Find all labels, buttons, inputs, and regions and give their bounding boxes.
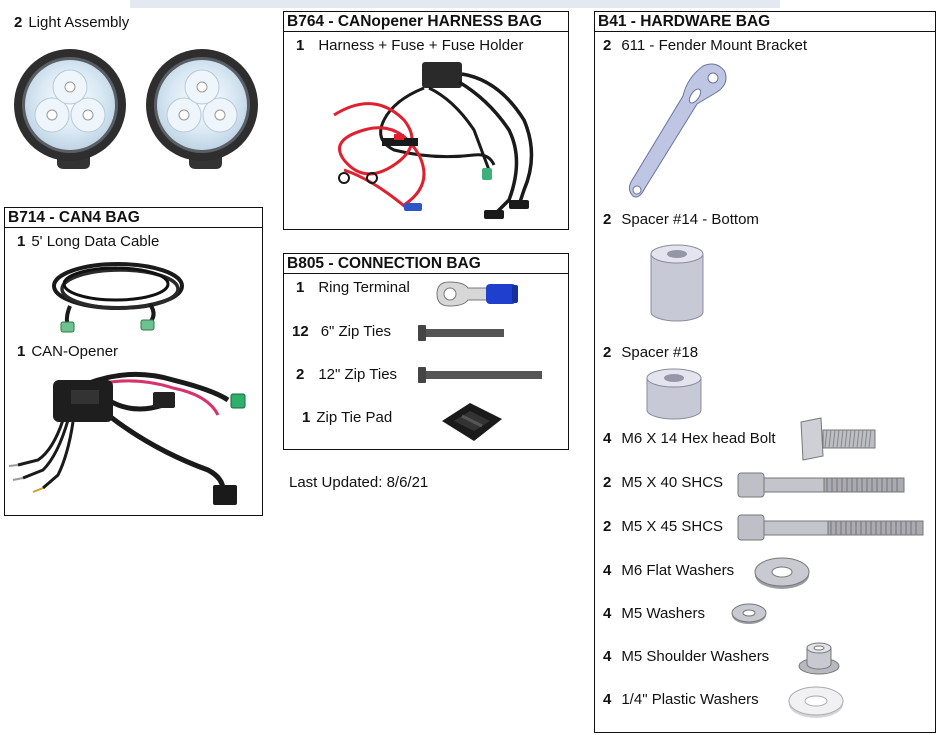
m6-hex-bolt-image: [800, 417, 876, 461]
data-cable-image: [52, 262, 184, 333]
label: M5 Shoulder Washers: [621, 648, 770, 665]
qty: 1: [296, 279, 305, 296]
label: M6 X 14 Hex head Bolt: [621, 430, 776, 447]
hardware-item-m5x40-shcs: 2 M5 X 40 SHCS: [603, 474, 723, 491]
label: 1/4" Plastic Washers: [621, 691, 759, 708]
hardware-bag-title: B41 - HARDWARE BAG: [595, 12, 935, 32]
label: 5' Long Data Cable: [31, 233, 160, 250]
label: 12" Zip Ties: [318, 366, 398, 383]
hardware-bag-box: B41 - HARDWARE BAG 2 611 - Fender Mount B…: [594, 11, 936, 733]
qty: 2: [14, 14, 23, 31]
qty: 2: [603, 37, 612, 54]
harness-bag-box: B764 - CANopener HARNESS BAG 1 Harness + …: [283, 11, 569, 230]
light-unit-left: [14, 49, 126, 169]
light-assembly-image: [14, 49, 258, 169]
label: Spacer #18: [621, 344, 699, 361]
zip-tie-12in-image: [418, 367, 542, 383]
hardware-item-spacer-14: 2 Spacer #14 - Bottom: [603, 211, 759, 228]
spacer-14-image: [650, 244, 704, 322]
qty: 4: [603, 691, 612, 708]
qty: 2: [603, 344, 612, 361]
label: Zip Tie Pad: [316, 409, 393, 426]
qty: 1: [296, 37, 305, 54]
label: Ring Terminal: [318, 279, 410, 296]
qty: 4: [603, 605, 612, 622]
label: CAN-Opener: [31, 343, 119, 360]
top-banner-strip: [130, 0, 780, 8]
qty: 4: [603, 430, 612, 447]
qty: 2: [603, 211, 612, 228]
m5x40-shcs-image: [737, 472, 905, 498]
m5-washer-image: [731, 603, 767, 624]
label: M5 Washers: [621, 605, 705, 622]
fender-bracket-image: [628, 63, 727, 198]
spacer-18-image: [646, 368, 702, 420]
can4-item-can-opener: 1 CAN-Opener: [17, 343, 118, 360]
label: Spacer #14 - Bottom: [621, 211, 759, 228]
hardware-item-plastic-washers: 4 1/4" Plastic Washers: [603, 691, 759, 708]
hardware-item-spacer-18: 2 Spacer #18: [603, 344, 698, 361]
connection-bag-title: B805 - CONNECTION BAG: [284, 254, 568, 274]
connection-item-12in-zip-ties: 2 12" Zip Ties: [296, 366, 397, 383]
last-updated: Last Updated: 8/6/21: [289, 474, 429, 491]
plastic-washer-image: [788, 686, 844, 718]
label: 611 - Fender Mount Bracket: [621, 37, 807, 54]
hardware-item-m6-flat-washers: 4 M6 Flat Washers: [603, 562, 734, 579]
connection-item-zip-tie-pad: 1 Zip Tie Pad: [302, 409, 392, 426]
qty: 2: [296, 366, 305, 383]
qty: 12: [292, 323, 309, 340]
qty: 1: [17, 233, 26, 250]
qty: 4: [603, 648, 612, 665]
hardware-item-fender-bracket: 2 611 - Fender Mount Bracket: [603, 37, 807, 54]
zip-tie-pad-image: [442, 403, 502, 441]
connection-item-ring-terminal: 1 Ring Terminal: [296, 279, 410, 296]
qty: 2: [603, 518, 612, 535]
label: M6 Flat Washers: [621, 562, 735, 579]
can4-item-data-cable: 1 5' Long Data Cable: [17, 233, 159, 250]
m5-shoulder-washer-image: [798, 642, 840, 675]
qty: 1: [17, 343, 26, 360]
m5x45-shcs-image: [737, 514, 924, 541]
label: M5 X 45 SHCS: [621, 518, 724, 535]
harness-bag-title: B764 - CANopener HARNESS BAG: [284, 12, 568, 32]
label: Light Assembly: [28, 14, 130, 31]
label: M5 X 40 SHCS: [621, 474, 724, 491]
m6-flat-washer-image: [754, 557, 810, 589]
hardware-item-m5-shoulder-washers: 4 M5 Shoulder Washers: [603, 648, 769, 665]
label: Harness + Fuse + Fuse Holder: [318, 37, 524, 54]
hardware-item-m5-washers: 4 M5 Washers: [603, 605, 705, 622]
can-opener-image: [8, 371, 246, 505]
hardware-item-m5x45-shcs: 2 M5 X 45 SHCS: [603, 518, 723, 535]
qty: 1: [302, 409, 311, 426]
can4-bag-title: B714 - CAN4 BAG: [5, 208, 262, 228]
light-unit-right: [146, 49, 258, 169]
hardware-item-m6-hex-bolt: 4 M6 X 14 Hex head Bolt: [603, 430, 776, 447]
ring-terminal-image: [436, 281, 518, 307]
qty: 2: [603, 474, 612, 491]
connection-item-6in-zip-ties: 12 6" Zip Ties: [292, 323, 391, 340]
light-assembly-line: 2 Light Assembly: [14, 14, 129, 31]
label: 6" Zip Ties: [320, 323, 392, 340]
harness-item: 1 Harness + Fuse + Fuse Holder: [296, 37, 523, 54]
harness-image: [333, 62, 534, 219]
zip-tie-6in-image: [418, 325, 504, 341]
qty: 4: [603, 562, 612, 579]
